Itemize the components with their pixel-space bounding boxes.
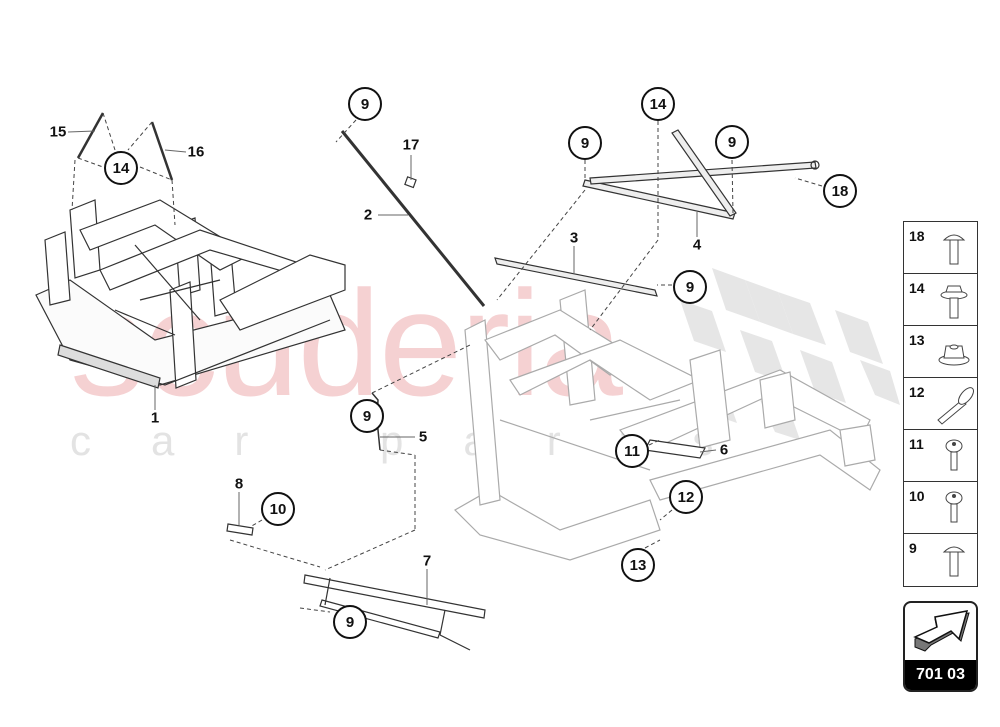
part-label-4[interactable]: 4 xyxy=(692,236,702,254)
legend-item-10[interactable]: 10 xyxy=(904,482,977,534)
part-label-15[interactable]: 15 xyxy=(49,123,67,141)
legend-item-18[interactable]: 18 xyxy=(904,222,977,274)
legend-number: 9 xyxy=(909,540,917,556)
part-label-3[interactable]: 3 xyxy=(569,229,579,247)
part-label-7[interactable]: 7 xyxy=(422,552,432,570)
part-label-8[interactable]: 8 xyxy=(234,475,244,493)
legend-number: 14 xyxy=(909,280,925,296)
callout-10[interactable]: 10 xyxy=(261,492,295,526)
callout-9[interactable]: 9 xyxy=(568,126,602,160)
callout-9[interactable]: 9 xyxy=(350,399,384,433)
legend-number: 18 xyxy=(909,228,925,244)
callout-9[interactable]: 9 xyxy=(673,270,707,304)
fastener-legend: 18 14 13 12 xyxy=(903,221,978,587)
part-label-16[interactable]: 16 xyxy=(187,143,205,161)
cross-brace-assembly xyxy=(582,129,820,220)
torx-screw-icon xyxy=(945,491,963,523)
callout-18[interactable]: 18 xyxy=(823,174,857,208)
callout-14[interactable]: 14 xyxy=(641,87,675,121)
long-bolt-icon xyxy=(937,387,974,425)
legend-item-11[interactable]: 11 xyxy=(904,430,977,482)
callout-12[interactable]: 12 xyxy=(669,480,703,514)
callout-14[interactable]: 14 xyxy=(104,151,138,185)
watermark-subtitle-text: car parts xyxy=(70,417,774,464)
main-frame-assembly xyxy=(454,289,881,561)
callout-11[interactable]: 11 xyxy=(615,434,649,468)
callout-9[interactable]: 9 xyxy=(348,87,382,121)
hex-flange-bolt-icon xyxy=(940,285,968,319)
rear-crossmember xyxy=(303,574,486,651)
front-frame-assembly xyxy=(35,199,346,389)
flange-nut-icon xyxy=(938,344,970,366)
part-label-6[interactable]: 6 xyxy=(719,441,729,459)
legend-number: 11 xyxy=(909,436,924,452)
legend-item-14[interactable]: 14 xyxy=(904,274,977,326)
legend-item-13[interactable]: 13 xyxy=(904,326,977,378)
legend-item-12[interactable]: 12 xyxy=(904,378,977,430)
part-label-17[interactable]: 17 xyxy=(402,136,420,154)
callout-13[interactable]: 13 xyxy=(621,548,655,582)
legend-number: 10 xyxy=(909,488,925,504)
next-page-button[interactable]: 701 03 xyxy=(903,601,978,692)
flange-bolt-icon xyxy=(942,234,966,265)
legend-number: 13 xyxy=(909,332,925,348)
page-code-label: 701 03 xyxy=(905,660,976,690)
torx-screw-icon xyxy=(945,439,963,471)
legend-item-9[interactable]: 9 xyxy=(904,534,977,586)
part-label-5[interactable]: 5 xyxy=(418,428,428,446)
arrow-right-icon xyxy=(913,610,970,652)
callout-9[interactable]: 9 xyxy=(333,605,367,639)
part-label-2[interactable]: 2 xyxy=(363,206,373,224)
legend-number: 12 xyxy=(909,384,925,400)
part-label-1[interactable]: 1 xyxy=(150,409,160,427)
flange-bolt-icon xyxy=(942,546,966,577)
callout-9[interactable]: 9 xyxy=(715,125,749,159)
